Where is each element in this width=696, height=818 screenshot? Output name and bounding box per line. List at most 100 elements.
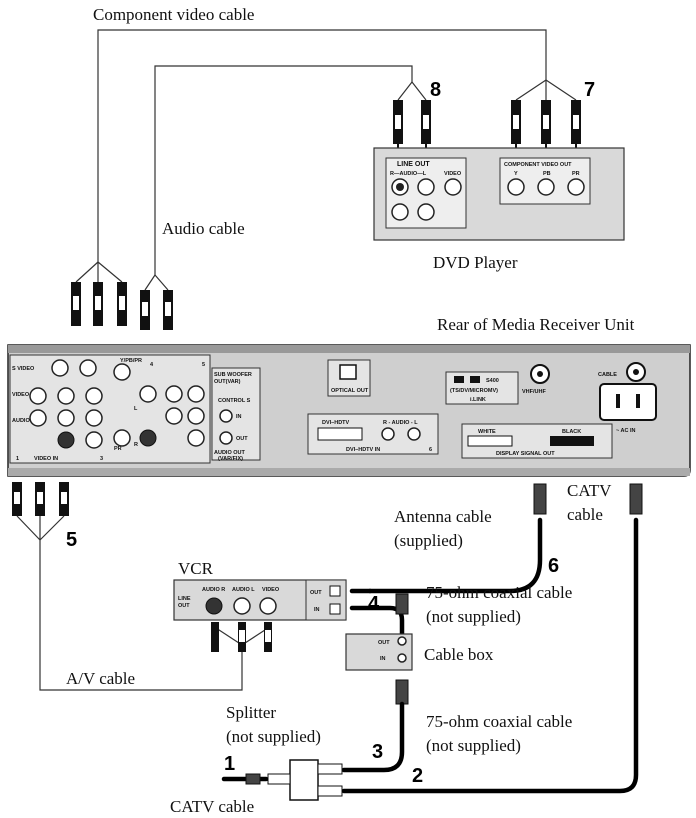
rx-ypbpr-label: Y/PB/PR	[120, 358, 142, 364]
rx-audio-r-jack-1	[57, 431, 75, 449]
coax-2-label-1: 75-ohm coaxial cable	[426, 712, 572, 731]
component-video-branch-receiver	[75, 261, 123, 283]
dvd-r-audio-l-label: R—AUDIO—L	[390, 171, 427, 177]
dvd-video-jack	[444, 178, 462, 196]
vcr-line-out-label-2: OUT	[178, 603, 190, 609]
rx-dvi-audio-r-jack	[381, 427, 395, 441]
rx-audio-l-jack-1	[29, 409, 47, 427]
rx-audio-out-label-1: AUDIO OUT	[214, 450, 246, 456]
rx-dvi-audio-l-jack	[407, 427, 421, 441]
dvd-y-jack	[507, 178, 525, 196]
catv-cable-right-label-2: cable	[567, 505, 603, 524]
rx-cable-label: CABLE	[598, 372, 617, 378]
dvd-player-label: DVD Player	[433, 253, 518, 272]
splitter-label-2: (not supplied)	[226, 727, 321, 746]
cable-box-out-jack	[397, 636, 407, 646]
rx-white-label: WHITE	[478, 429, 496, 435]
rx-pr-jack	[113, 429, 131, 447]
rx-audio-l-jack-3	[85, 409, 103, 427]
dvd-line-out-label: LINE OUT	[397, 161, 430, 168]
rx-control-s-in-label: IN	[236, 414, 242, 420]
step-number-7: 7	[584, 79, 595, 101]
audio-cable-branch-dvd	[397, 81, 427, 101]
rx-control-s-label: CONTROL S	[218, 398, 251, 404]
splitter	[267, 759, 343, 801]
vcr-audio-l-jack	[233, 597, 251, 615]
rx-video-jack-2	[57, 387, 75, 405]
splitter-label-1: Splitter	[226, 703, 276, 722]
audio-cable	[154, 65, 413, 275]
step-number-5: 5	[66, 529, 77, 551]
rx-svideo-jack-1	[51, 359, 69, 377]
rx-ilink-port-1	[454, 376, 464, 383]
dvd-audio-r2-jack	[391, 203, 409, 221]
coax-cable-3-plug	[395, 679, 409, 705]
av-cable-receiver-plugs	[12, 482, 69, 516]
vcr-audio-r-jack	[205, 597, 223, 615]
rx-video-jack-1	[29, 387, 47, 405]
vcr-label: VCR	[178, 559, 214, 578]
catv-cable-right-label-1: CATV	[567, 481, 612, 500]
rx-in5-jack-5	[187, 429, 205, 447]
dvd-pb-label: PB	[543, 171, 551, 177]
dvd-pr-jack	[567, 178, 585, 196]
rx-white-port	[467, 435, 513, 447]
rx-s400-label: S400	[486, 378, 499, 384]
rx-in5-jack-3	[187, 385, 205, 403]
cable-box-label: Cable box	[424, 645, 494, 664]
rx-subwoofer-label-1: SUB WOOFER	[214, 372, 252, 378]
rx-video-jack-3	[85, 387, 103, 405]
antenna-cable-label-1: Antenna cable	[394, 507, 492, 526]
rx-optical-out-label: OPTICAL OUT	[331, 388, 369, 394]
rx-dvi-six-label: 6	[429, 447, 432, 453]
coax-cable-3	[341, 701, 405, 773]
vcr-video-label: VIDEO	[262, 587, 280, 593]
rear-of-unit-label: Rear of Media Receiver Unit	[437, 315, 635, 334]
step-number-8: 8	[430, 79, 441, 101]
rx-ac-in-label: ~ AC IN	[616, 428, 636, 434]
audio-cable-label: Audio cable	[162, 219, 245, 238]
rx-control-s-in-jack	[219, 409, 233, 423]
rx-audio-r-jack-2	[85, 431, 103, 449]
rx-s-video-label: S VIDEO	[12, 366, 35, 372]
av-cable-label: A/V cable	[66, 669, 135, 688]
dvd-component-out-label: COMPONENT VIDEO OUT	[504, 162, 572, 168]
rx-ilink-label: i.LINK	[470, 397, 486, 403]
coax-cable-2	[341, 517, 639, 794]
vcr-video-jack	[259, 597, 277, 615]
cable-box-in-jack	[397, 653, 407, 663]
dvd-y-label: Y	[514, 171, 518, 177]
rx-pb-jack	[139, 385, 157, 403]
rx-video-in-label: VIDEO IN	[34, 456, 58, 462]
step-number-4: 4	[368, 593, 380, 615]
antenna-cable	[367, 517, 543, 594]
component-video-cable-label: Component video cable	[93, 5, 254, 24]
rx-dvi-audio-label: R - AUDIO - L	[383, 420, 418, 426]
dvd-audio-l-jack	[417, 178, 435, 196]
vcr-rf-in-jack	[329, 603, 341, 615]
cable-box-panel: OUT IN	[345, 633, 413, 671]
rx-subwoofer-label-2: OUT(VAR)	[214, 379, 241, 385]
step-number-2: 2	[412, 765, 423, 787]
av-cable	[39, 540, 243, 691]
rx-control-s-out-jack	[219, 431, 233, 445]
rx-audio-out-label-2: (VAR/FIX)	[218, 456, 243, 462]
rx-in-5-label: 5	[202, 362, 205, 368]
rx-audio-l-jack-2	[57, 409, 75, 427]
step-number-1: 1	[224, 753, 235, 775]
av-cable-receiver-branch	[16, 515, 65, 541]
rx-optical-out-jack	[339, 364, 357, 380]
audio-cable-branch-receiver	[144, 274, 169, 291]
dvd-player-panel: LINE OUT R—AUDIO—L VIDEO COMPONENT VIDEO…	[373, 147, 625, 241]
rx-in5-jack-1	[165, 385, 183, 403]
coax-1-label-2: (not supplied)	[426, 607, 521, 626]
rx-audio-in-r-jack	[139, 429, 157, 447]
rx-ac-in-socket	[599, 383, 657, 421]
coax-cable-4-plug	[395, 593, 409, 615]
receiver-audio-plugs	[140, 290, 173, 330]
rx-ilink-port-2	[470, 376, 480, 383]
vcr-av-plugs	[211, 622, 272, 652]
receiver-rear-panel: S VIDEO VIDEO AUDIO VIDEO IN 1 3 4 5 Y/P…	[7, 344, 691, 477]
component-video-cable	[97, 29, 547, 262]
